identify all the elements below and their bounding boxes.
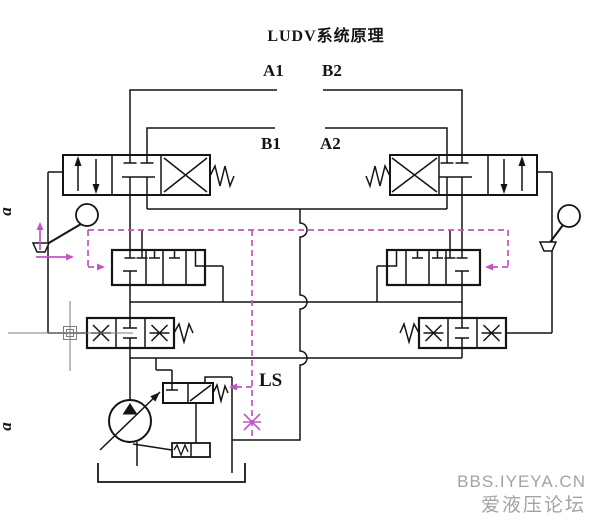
right-directional-valve-icon (365, 154, 552, 250)
lever-label-a-bottom: a (0, 422, 15, 431)
spring-icon (173, 321, 194, 345)
left-control-lever-icon (31, 203, 99, 253)
diagram-title: LUDV系统原理 (267, 28, 385, 45)
variable-pump-icon (99, 358, 211, 466)
line-b1 (146, 127, 275, 155)
throttle-icon (149, 324, 170, 342)
spring-icon (365, 163, 391, 189)
pressure-lines (130, 301, 462, 359)
lever-label-a-top: a (0, 207, 15, 216)
spring-icon (212, 382, 229, 404)
port-label-b2: B2 (322, 61, 342, 80)
spring-icon (209, 163, 235, 189)
return-line-with-hops (232, 209, 308, 441)
ls-line-label: LS (259, 370, 283, 391)
throttle-icon (423, 324, 444, 342)
right-compensator-valve-icon (376, 230, 482, 302)
watermark-site: BBS.IYEYA.CN (457, 472, 586, 491)
pilot-orifice-icon (243, 413, 261, 431)
spring-icon (399, 321, 420, 345)
cad-crosshair-cursor-icon (8, 301, 133, 371)
line-b2 (323, 89, 463, 155)
port-label-a1: A1 (263, 61, 284, 80)
ls-pilot-network (36, 222, 509, 438)
throttle-icon (481, 324, 502, 342)
right-control-lever-icon (538, 204, 581, 252)
pump-regulator-valve-icon (155, 358, 229, 443)
spring-icon (173, 443, 189, 457)
tank-icon (97, 463, 246, 483)
line-a2 (325, 127, 448, 155)
left-compensator-valve-icon (110, 230, 224, 302)
port-label-a2: A2 (320, 134, 341, 153)
line-a1 (129, 89, 277, 155)
watermark-forum: 爱液压论坛 (480, 495, 586, 516)
work-port-lines (129, 89, 463, 155)
left-throttle-valve-icon (85, 302, 194, 358)
left-directional-valve-icon (48, 154, 235, 250)
right-throttle-valve-icon (399, 302, 508, 358)
port-label-b1: B1 (261, 134, 281, 153)
gallery-and-return-line (147, 208, 447, 473)
